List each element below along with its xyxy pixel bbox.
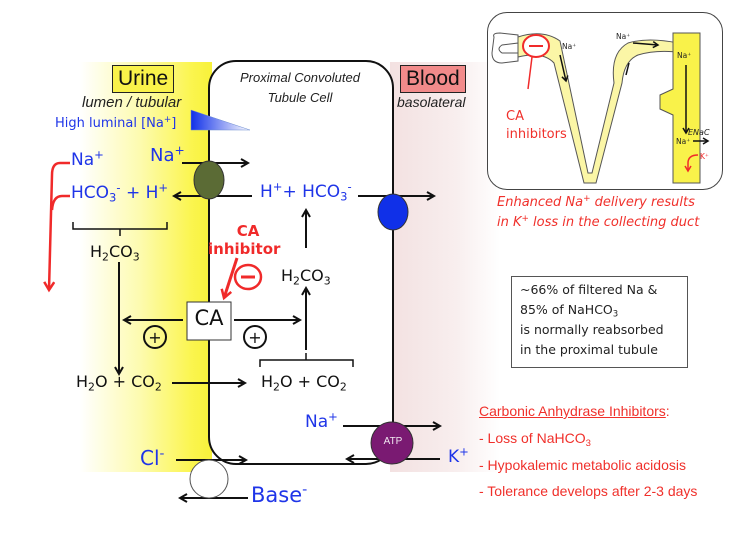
excreted-na-label: Na+: [71, 147, 104, 170]
note-line3: is normally reabsorbed: [520, 322, 664, 337]
collecting-duct: [659, 32, 701, 184]
inset-na-3: Na⁺: [677, 51, 691, 60]
ca-enzyme-box: [186, 301, 232, 341]
lumen-na-label: Na+: [150, 143, 185, 166]
plus-circle-lumen: [143, 325, 167, 349]
plus-circle-cell: [243, 325, 267, 349]
effect-item-1: - Loss of NaHCO3: [479, 430, 591, 449]
cell-na-out-label: Na+: [305, 409, 338, 432]
urine-title: Urine: [118, 67, 169, 90]
inset-na-4: Na⁺: [676, 137, 690, 146]
anion-exchanger: [189, 459, 229, 499]
excretion-arrow-branch: [50, 194, 70, 211]
inset-enac-label: ENaC: [688, 128, 710, 137]
ca-enzyme-label: CA: [194, 306, 224, 330]
inset-na-2: Na⁺: [616, 32, 630, 41]
lumen-hco3-h-label: HCO3- + H+: [71, 180, 169, 205]
effects-heading: Carbonic Anhydrase Inhibitors:: [479, 403, 670, 419]
cl-label: Cl-: [140, 445, 165, 470]
cell-title-line1: Proximal Convoluted: [240, 70, 360, 85]
svg-text:+: +: [248, 328, 261, 347]
inset-na-1: Na⁺: [562, 42, 576, 51]
inset-caption-line2: in K+ loss in the collecting duct: [497, 214, 700, 230]
base-label: Base-: [251, 482, 308, 507]
note-line2: 85% of NaHCO3: [520, 302, 619, 320]
bowman-capsule: [491, 32, 519, 64]
effect-item-3: - Tolerance develops after 2-3 days: [479, 483, 698, 499]
lumen-h2o-co2-label: H2O + CO2: [76, 372, 162, 394]
inset-inhibitors-label: inhibitors: [506, 127, 567, 142]
blood-title: Blood: [406, 67, 460, 90]
blood-k-label: K+: [448, 444, 469, 467]
minus-circle-inhibitor: [233, 263, 263, 291]
cell-title-line2: Tubule Cell: [267, 90, 333, 105]
cell-h2o-co2-label: H2O + CO2: [261, 372, 347, 394]
inset-ca-label: CA: [506, 109, 524, 124]
effect-item-2: - Hypokalemic metabolic acidosis: [479, 457, 686, 473]
high-luminal-na-label: High luminal [Na+]: [55, 115, 177, 131]
basolateral-subtitle: basolateral: [397, 94, 466, 110]
cell-h2co3-label: H2CO3: [281, 266, 331, 288]
ca-inhibitor-label-line2: inhibitor: [208, 240, 281, 258]
blood-region-background: [390, 62, 500, 472]
inhibitor-arrow: [224, 257, 239, 298]
nhe-transporter: [193, 160, 225, 200]
na-gradient-wedge: [190, 109, 251, 131]
inset-k-label: K⁺: [700, 152, 709, 161]
lumen-bracket: [72, 222, 168, 236]
hco3-transporter: [377, 193, 409, 231]
note-line4: in the proximal tubule: [520, 342, 658, 357]
inset-caption-line1: Enhanced Na+ delivery results: [497, 194, 695, 210]
lumen-region-background: [80, 62, 212, 472]
nephron-inset: Na⁺ Na⁺ Na⁺ Na⁺ ENaC K⁺ CA inhibitors: [487, 12, 723, 190]
note-line1: ~66% of filtered Na &: [520, 282, 658, 297]
ca-inhibitor-label-line1: CA: [236, 222, 260, 240]
nephron-graphic: Na⁺ Na⁺ Na⁺ Na⁺ ENaC K⁺: [491, 32, 710, 184]
cell-bracket: [259, 353, 354, 367]
reabsorption-note: ~66% of filtered Na & 85% of NaHCO3 is n…: [511, 276, 688, 368]
svg-text:+: +: [148, 328, 161, 347]
excretion-arrow: [49, 161, 70, 290]
atp-label: ATP: [383, 436, 403, 447]
na-k-atpase: [370, 421, 414, 465]
urine-label: Urine: [112, 65, 175, 93]
cell-h-hco3-label: H++ HCO3-: [260, 179, 352, 204]
lumen-h2co3-label: H2CO3: [90, 242, 140, 264]
lumen-subtitle: lumen / tubular: [82, 94, 182, 111]
blood-label: Blood: [400, 65, 466, 93]
